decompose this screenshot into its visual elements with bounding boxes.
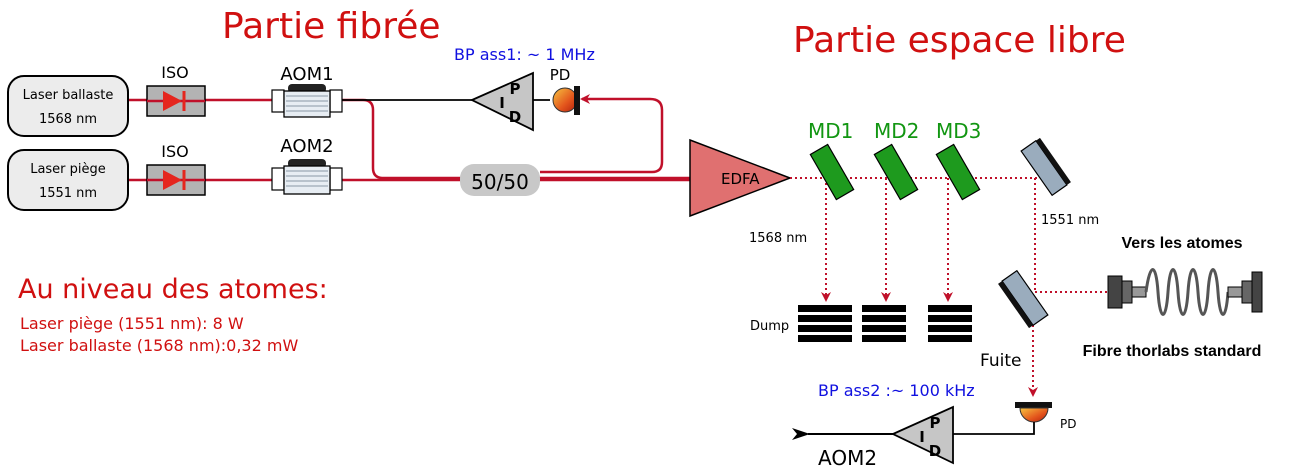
bandwidth-ass2: BP ass2 :~ 100 kHz [818, 381, 975, 400]
atoms-line-2: Laser ballaste (1568 nm):0,32 mW [20, 336, 298, 355]
laser-ballast-wavelength: 1568 nm [39, 112, 97, 127]
laser-trap: Laser piège 1551 nm [7, 149, 129, 211]
laser-ballast-name: Laser ballaste [23, 88, 114, 103]
pid2-d: D [929, 442, 941, 460]
coupler-5050: 50/50 [460, 164, 540, 196]
beam-dump-3 [928, 305, 972, 342]
pid-amplifier-2: P I D [890, 405, 954, 465]
laser-ballast: Laser ballaste 1568 nm [7, 75, 129, 137]
atoms-heading: Au niveau des atomes: [18, 274, 328, 305]
isolator-1: ISO [146, 63, 206, 117]
dichroic-mirror-1: MD1 [808, 119, 855, 201]
label-1551nm: 1551 nm [1041, 213, 1099, 228]
edfa: EDFA [689, 138, 793, 218]
title-fibre-part: Partie fibrée [222, 6, 441, 47]
atoms-line-1: Laser piège (1551 nm): 8 W [20, 314, 244, 333]
pid2-p: P [930, 414, 941, 432]
aom2-output-label: AOM2 [818, 446, 877, 470]
iso2-label: ISO [161, 142, 188, 161]
fuite-label: Fuite [980, 351, 1021, 371]
aom2-label: AOM2 [280, 136, 333, 157]
md1-label: MD1 [808, 119, 853, 143]
free-space-beams [790, 177, 1108, 397]
pd-top-label: PD [550, 66, 571, 84]
fibre-standard-label: Fibre thorlabs standard [1083, 343, 1262, 360]
edfa-label: EDFA [721, 170, 760, 188]
title-free-space-part: Partie espace libre [793, 20, 1126, 61]
iso1-label: ISO [161, 63, 188, 82]
pid2-i: I [919, 428, 925, 446]
md3-label: MD3 [936, 119, 981, 143]
beam-dumps [798, 305, 972, 342]
isolator-2: ISO [146, 142, 206, 196]
pid-amplifier-1: P I D [469, 71, 550, 132]
mirror-1551 [1020, 137, 1071, 197]
dichroic-mirror-3: MD3 [935, 119, 981, 201]
coupler-label: 50/50 [471, 170, 529, 194]
bandwidth-ass1: BP ass1: ~ 1 MHz [454, 45, 595, 64]
laser-trap-wavelength: 1551 nm [39, 186, 97, 201]
pid1-i: I [499, 94, 505, 112]
laser-trap-name: Laser piège [30, 162, 106, 177]
md2-label: MD2 [874, 119, 919, 143]
label-1568nm: 1568 nm [749, 231, 807, 246]
vers-atomes-label: Vers les atomes [1122, 235, 1243, 252]
mirror-leak [998, 269, 1049, 329]
photodiode-bottom: PD [1015, 402, 1076, 431]
photodiode-top: PD [550, 66, 580, 115]
pd2-wire [953, 422, 1035, 435]
beam-dump-2 [862, 305, 906, 342]
aom2: AOM2 [271, 136, 343, 195]
aom1-label: AOM1 [280, 64, 333, 85]
beam-dump-1 [798, 305, 852, 342]
pid1-p: P [510, 80, 521, 98]
fiber-lines [128, 94, 690, 182]
aom1: AOM1 [271, 64, 343, 118]
fiber-to-atoms: Vers les atomes Fibre thorlabs standard [1083, 235, 1263, 360]
dump-label: Dump [750, 319, 789, 334]
pid1-d: D [509, 108, 521, 126]
dichroic-mirror-2: MD2 [873, 119, 919, 201]
pd-bottom-label: PD [1060, 417, 1076, 431]
